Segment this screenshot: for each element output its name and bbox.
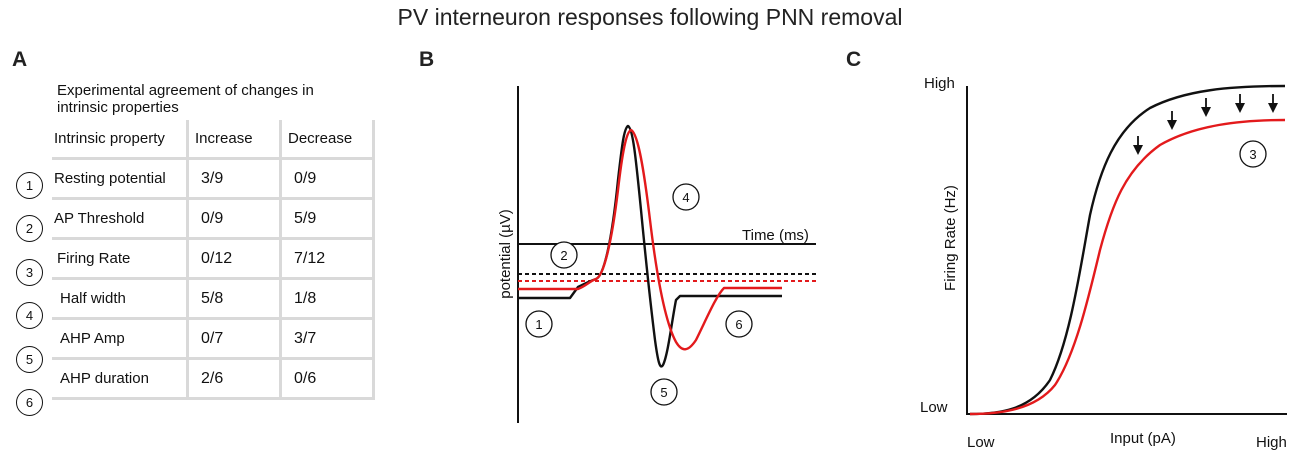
svg-text:3: 3 — [1249, 147, 1256, 162]
panel-c-y-high: High — [924, 75, 955, 92]
increase-cell: 3/9 — [186, 157, 282, 200]
control-fi-curve — [969, 84, 1286, 416]
panel-c-x-high: High — [1256, 434, 1287, 451]
row-number-badge: 3 — [16, 259, 43, 286]
svg-text:2: 2 — [560, 248, 567, 263]
down-arrow-icon — [1268, 94, 1278, 113]
panel-label-b: B — [419, 48, 435, 71]
increase-cell: 0/12 — [186, 237, 282, 280]
table-caption: Experimental agreement of changes in int… — [57, 82, 314, 116]
property-cell: AP Threshold — [52, 197, 189, 240]
property-cell: Firing Rate — [52, 237, 189, 280]
row-number-badge: 4 — [16, 302, 43, 329]
property-cell: Half width — [52, 277, 189, 320]
row-number-badge: 5 — [16, 346, 43, 373]
table-row: Firing Rate 0/12 7/12 — [52, 237, 375, 280]
panel-b-xlabel: Time (ms) — [742, 227, 809, 244]
property-cell: AHP duration — [52, 357, 189, 400]
panel-label-a: A — [12, 48, 28, 71]
panel-b-marker-2: 2 — [550, 241, 578, 269]
panel-c-marker-3: 3 — [1239, 140, 1267, 168]
row-number-badge: 1 — [16, 172, 43, 199]
decrease-cell: 7/12 — [279, 237, 375, 280]
down-arrow-icon — [1235, 94, 1245, 113]
table-row: AHP duration 2/6 0/6 — [52, 357, 375, 400]
panel-c-y-low: Low — [920, 399, 948, 416]
table-row: AHP Amp 0/7 3/7 — [52, 317, 375, 360]
panel-b-ylabel: potential (µV) — [497, 209, 514, 299]
decrease-cell: 3/7 — [279, 317, 375, 360]
increase-cell: 2/6 — [186, 357, 282, 400]
down-arrow-icon — [1167, 111, 1177, 130]
panel-b-marker-6: 6 — [725, 310, 753, 338]
figure-title: PV interneuron responses following PNN r… — [397, 4, 903, 30]
svg-text:1: 1 — [535, 317, 542, 332]
svg-text:4: 4 — [682, 190, 689, 205]
svg-text:6: 6 — [735, 317, 742, 332]
decrease-cell: 5/9 — [279, 197, 375, 240]
increase-cell: 5/8 — [186, 277, 282, 320]
decrease-arrows — [1133, 94, 1278, 155]
down-arrow-icon — [1133, 136, 1143, 155]
decrease-cell: 0/9 — [279, 157, 375, 200]
pnn-removed-ap-trace — [518, 128, 782, 351]
svg-text:5: 5 — [660, 385, 667, 400]
header-increase: Increase — [186, 120, 282, 160]
panel-b-marker-4: 4 — [672, 183, 700, 211]
increase-cell: 0/9 — [186, 197, 282, 240]
panel-b-marker-1: 1 — [525, 310, 553, 338]
panel-c-x-low: Low — [967, 434, 995, 451]
increase-cell: 0/7 — [186, 317, 282, 360]
row-number-badge: 6 — [16, 389, 43, 416]
decrease-cell: 0/6 — [279, 357, 375, 400]
property-cell: AHP Amp — [52, 317, 189, 360]
header-property: Intrinsic property — [52, 120, 189, 160]
row-number-badge: 2 — [16, 215, 43, 242]
table-row: Half width 5/8 1/8 — [52, 277, 375, 320]
header-decrease: Decrease — [279, 120, 375, 160]
table-header-row: Intrinsic property Increase Decrease — [52, 120, 375, 160]
panel-c-xlabel: Input (pA) — [1110, 430, 1176, 447]
table-row: AP Threshold 0/9 5/9 — [52, 197, 375, 240]
down-arrow-icon — [1201, 98, 1211, 117]
panel-b-marker-5: 5 — [650, 378, 678, 406]
intrinsic-properties-table: Intrinsic property Increase Decrease Res… — [52, 120, 375, 400]
property-cell: Resting potential — [52, 157, 189, 200]
pnn-removed-fi-curve — [969, 118, 1286, 416]
panel-label-c: C — [846, 48, 862, 71]
decrease-cell: 1/8 — [279, 277, 375, 320]
table-row: Resting potential 3/9 0/9 — [52, 157, 375, 200]
panel-c-ylabel: Firing Rate (Hz) — [942, 185, 959, 291]
